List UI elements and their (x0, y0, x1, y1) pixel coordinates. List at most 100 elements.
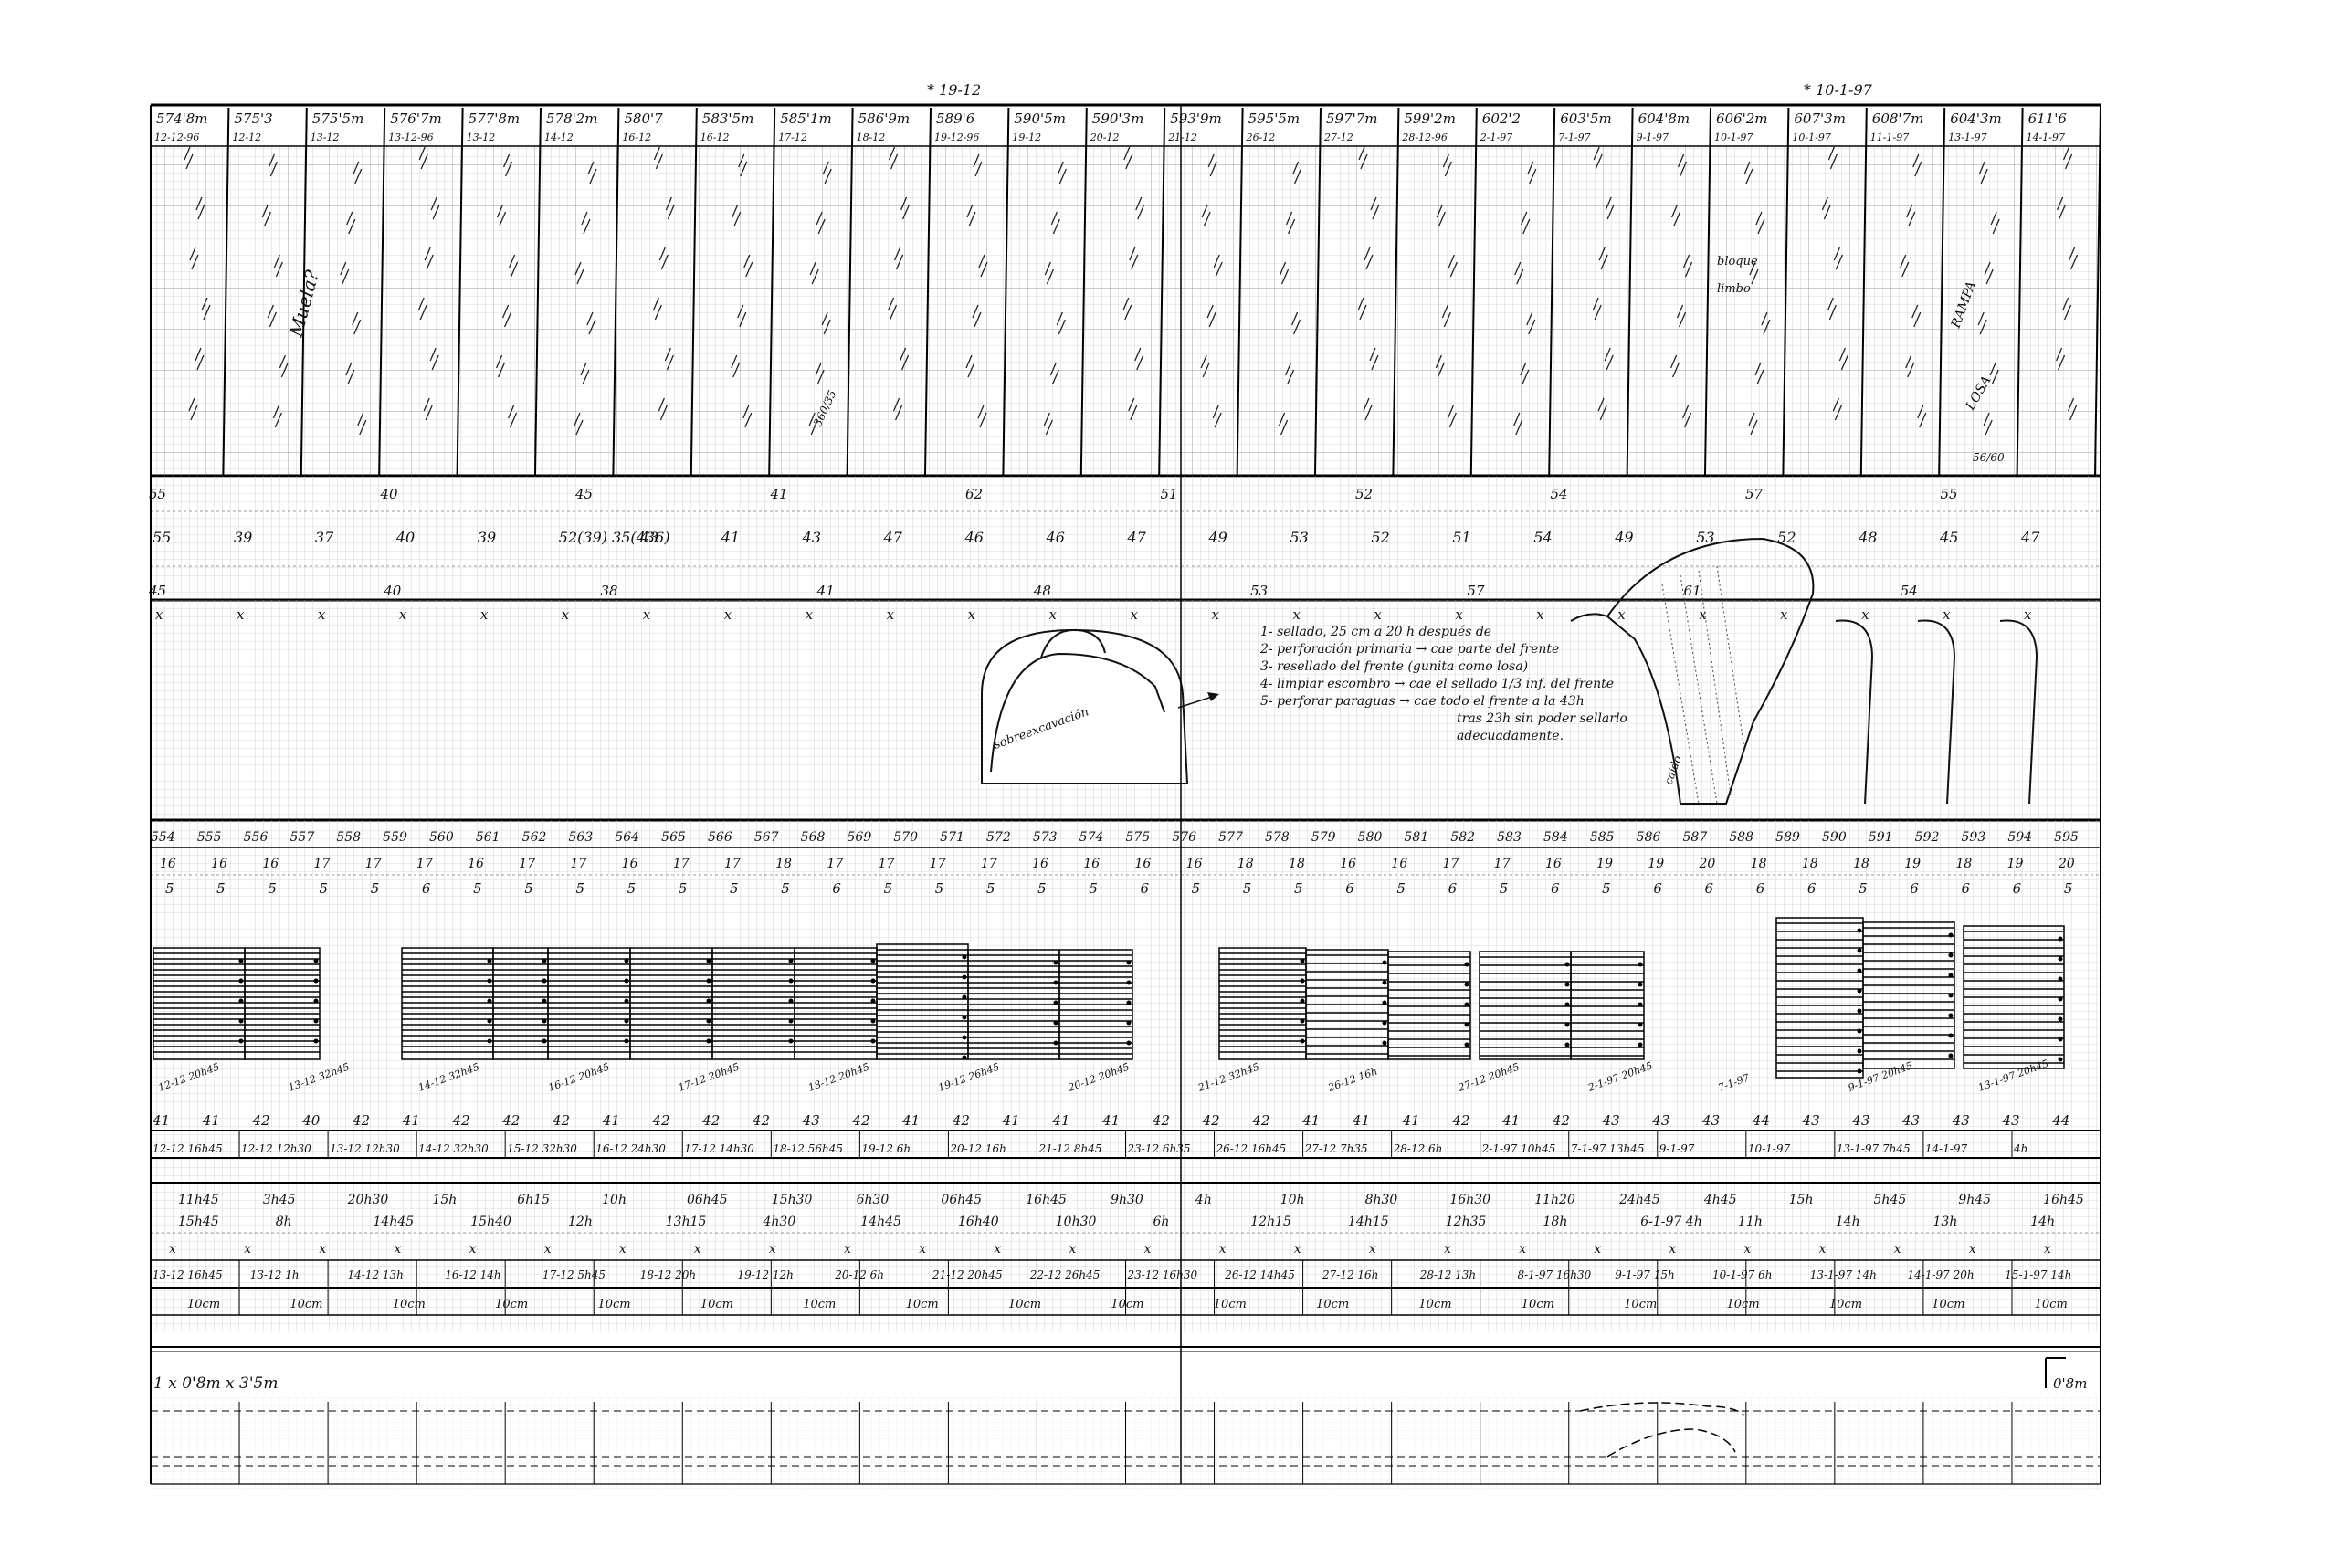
time-value: 19-12 6h (861, 1142, 911, 1155)
column-divider (924, 107, 932, 476)
cover-value: 16 (1135, 857, 1152, 871)
bar-tip (706, 1018, 711, 1024)
rqd-value: 49 (1614, 529, 1633, 546)
chainage-pk: 604'3m (1950, 110, 2002, 127)
class-value: 6 (1653, 880, 1662, 897)
fracture-mark (2061, 297, 2072, 321)
class-value: 6 (1756, 880, 1765, 897)
bar-tip (2058, 976, 2063, 982)
bar-tip (962, 1015, 967, 1020)
chainage-pk: 593'9m (1170, 110, 1222, 127)
cycle-value: 23-12 16h30 (1127, 1268, 1198, 1281)
column-divider (768, 107, 776, 476)
cover-value: 16 (211, 857, 227, 871)
chainage-pk: 576'7m (390, 110, 442, 127)
length-value: 10cm (700, 1298, 733, 1311)
cycle-value: 18-12 20h (640, 1268, 696, 1281)
bar-tip (1382, 1000, 1387, 1005)
class-value: 6 (1705, 880, 1714, 897)
class-value: 5 (1859, 880, 1868, 897)
cover-value: 17 (570, 857, 586, 871)
fracture-mark (1357, 297, 1367, 321)
bar-tip (1382, 980, 1387, 985)
fracture-mark (1370, 196, 1380, 220)
excavation-value: 16h30 (1449, 1193, 1490, 1207)
bar-tip (624, 1038, 629, 1044)
fracture-mark (1285, 211, 1296, 235)
class-value: 5 (1396, 880, 1406, 897)
chainage-date: 12-12-96 (154, 132, 199, 143)
advance-value: 42 (552, 1112, 570, 1129)
fracture-mark (978, 254, 988, 278)
cover-value: 18 (1955, 857, 1972, 871)
rqd-value: 40 (383, 583, 402, 599)
rqd-value: 55 (1941, 486, 1958, 502)
fracture-mark (501, 304, 512, 328)
bar-tip (1382, 1020, 1387, 1026)
fracture-mark (1435, 354, 1445, 378)
chainage-date: 7-1-97 (1558, 132, 1590, 143)
length-value: 10cm (187, 1298, 220, 1311)
bar-tip (706, 958, 711, 963)
class-value: 5 (1192, 880, 1201, 897)
bar-tip (1464, 1042, 1469, 1047)
bar-tip (1564, 1042, 1570, 1047)
bar-tip (542, 1038, 547, 1044)
chainage-date: 16-12 (700, 132, 730, 143)
mark-x: x (318, 606, 326, 623)
geology-log-section: 574'8m12-12-96575'312-12575'5m13-12576'7… (151, 103, 2101, 478)
ring-number: 588 (1729, 830, 1754, 845)
cover-value: 16 (1186, 857, 1203, 871)
ring-number: 579 (1311, 830, 1336, 845)
mark-x: x (1049, 606, 1058, 623)
length-value: 10cm (2035, 1298, 2068, 1311)
geology-note: bloque (1717, 255, 1758, 268)
bar-tip (1564, 1002, 1570, 1007)
cycle-value: 13-1-97 14h (1810, 1268, 1877, 1281)
fracture-mark (423, 397, 433, 421)
length-value: 10cm (1008, 1298, 1041, 1311)
cover-value: 17 (416, 857, 433, 871)
ring-number: 582 (1450, 830, 1475, 845)
advance-value: 42 (1152, 1112, 1170, 1129)
bar-tip (1053, 960, 1058, 965)
face-curve (1917, 619, 1956, 805)
rqd-value: 52 (1371, 529, 1389, 546)
ring-number: 574 (1079, 830, 1104, 845)
fracture-mark (1676, 304, 1687, 328)
column-divider (1938, 107, 1946, 476)
ring-number: 562 (522, 830, 547, 845)
excavation-value: 14h45 (860, 1215, 901, 1229)
chainage-date: 10-1-97 (1792, 132, 1830, 143)
class-value: 6 (1807, 880, 1817, 897)
cover-value: 17 (1494, 857, 1511, 871)
cover-value: 17 (724, 857, 741, 871)
fracture-mark (887, 297, 898, 321)
cover-value: 16 (1083, 857, 1100, 871)
column-divider (1469, 107, 1478, 476)
fracture-mark (1278, 412, 1289, 436)
advance-value: 42 (651, 1112, 669, 1129)
bar-tip (2058, 936, 2063, 942)
ring-number: 555 (197, 830, 222, 845)
fracture-mark (1681, 405, 1692, 428)
length-value: 10cm (1316, 1298, 1349, 1311)
fracture-mark (1984, 261, 1994, 285)
cover-value: 20 (2058, 857, 2075, 871)
ring-number: 572 (986, 830, 1011, 845)
bar-tip (962, 1055, 967, 1060)
fracture-mark (664, 347, 674, 371)
cover-value: 17 (365, 857, 382, 871)
advance-value: 41 (1002, 1112, 1020, 1129)
face-curve (1999, 619, 2038, 805)
bar-tip (1857, 988, 1862, 994)
fracture-mark (417, 297, 427, 321)
excavation-value: 4h30 (763, 1215, 796, 1229)
fracture-mark (1279, 261, 1290, 285)
fracture-mark (1604, 347, 1614, 371)
fracture-mark (1135, 196, 1145, 220)
chainage-date: 9-1-97 (1637, 132, 1669, 143)
bar-tip (1126, 1040, 1132, 1046)
excavation-value: 5h45 (1874, 1193, 1907, 1207)
collapse-hatch (1661, 565, 1745, 805)
